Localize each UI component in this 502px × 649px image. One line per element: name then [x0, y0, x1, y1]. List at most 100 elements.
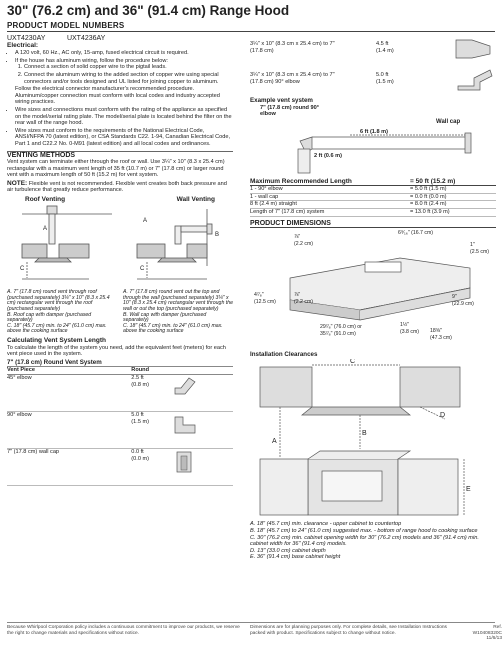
roof-label-b: B [53, 204, 57, 206]
wall-upper-cabinet [186, 243, 208, 259]
value-m: (1.5 m) [376, 79, 394, 85]
clearance-label-c: C [350, 359, 355, 365]
table-row: 1 - wall cap= 0.0 ft (0.0 m) [250, 193, 496, 202]
dim-metric: 35⁷⁄₈" (91.0 cm) [320, 330, 356, 337]
venting-note: NOTE: Flexible vent is not recommended. … [7, 179, 233, 194]
table-row: 1 - 90° elbow= 5.0 ft (1.5 m) [250, 186, 496, 194]
value-ft: 4.5 ft [376, 41, 389, 48]
table-row: 90° elbow 5.0 ft(1.5 m) [7, 411, 233, 449]
clearances-drawing: A B C D E [259, 358, 471, 516]
table-header: Vent Piece Round [7, 366, 233, 375]
wall-duct [174, 225, 182, 245]
roof-upper-cabinet [21, 243, 48, 259]
dim-value: 1½" [400, 322, 410, 329]
dim-metric: (12.5 cm) [254, 298, 276, 305]
transition-label: 3¼" x 10" (8.3 cm x 25.4 cm) to 7" (17.8… [250, 72, 335, 85]
footer-disclaimer: Because Whirlpool Corporation policy inc… [7, 625, 240, 636]
roof-legend: A. 7" (17.8 cm) round vent through roof … [7, 289, 117, 335]
dim-label: 1½"(3.8 cm) [400, 322, 419, 335]
dim-metric: (47.3 cm) [430, 334, 452, 341]
calc-heading: Calculating Vent System Length [7, 337, 106, 344]
dim-metric: (2.5 cm) [470, 248, 490, 255]
col-round: Round [131, 366, 233, 375]
clearance-label-d: D [440, 412, 445, 419]
footer-dimensions-note: Dimensions are for planning purposes onl… [250, 625, 447, 636]
wall-legend-item: C. 18" (45.7 cm) min. to 24" (61.0 cm) m… [123, 322, 223, 335]
example-diagram: 7" (17.8 cm) round 90° elbow 6 ft (1.8 m… [250, 105, 496, 177]
roof-duct [48, 213, 56, 245]
footer-divider [7, 622, 495, 623]
value-ft: 5.0 ft [131, 411, 144, 418]
vent-value: 2.5 ft(0.8 m) [131, 374, 233, 412]
dim-label: ⅞"(2.2 cm) [294, 292, 313, 305]
dimensions-diagram: ⅞"(2.2 cm) 6⁹⁄₁₆" (16.7 cm) 1"(2.5 cm) 4… [250, 228, 496, 348]
dim-metric: (2.2 cm) [294, 298, 314, 305]
dim-value: ⅞" [294, 292, 301, 299]
electrical-bullet: If the house has aluminum wiring, follow… [15, 58, 233, 106]
venting-text: Vent system can terminate either through… [7, 159, 225, 179]
clearance-label-e: E [466, 486, 471, 493]
dim-label: 4⁷⁄₈"(12.5 cm) [254, 292, 276, 305]
clearance-item: A. 18" (45.7 cm) min. clearance - upper … [250, 521, 402, 528]
wall-legend-item: B. Wall cap with damper (purchased separ… [123, 311, 207, 324]
model-numbers: UXT4230AY UXT4236AY [7, 35, 233, 43]
wall-label-a: A [143, 218, 147, 224]
vent-piece: 90° elbow [7, 411, 132, 449]
elbow-45-icon [174, 377, 196, 395]
elbow-90-icon [174, 416, 196, 434]
example-wallcap-label: Wall cap [436, 118, 461, 125]
calc-text: To calculate the length of the system yo… [7, 344, 226, 358]
transition-value: 5.0 ft(1.5 m) [376, 72, 416, 85]
roof-hood [34, 257, 72, 263]
section-header: PRODUCT MODEL NUMBERS [7, 21, 125, 30]
length-value: = 0.0 ft (0.0 m) [410, 193, 496, 202]
clearances-heading: Installation Clearances [250, 351, 318, 359]
value-m: (1.5 m) [131, 418, 150, 425]
dim-metric: (22.9 cm) [452, 300, 474, 307]
wall-venting-title: Wall Venting [176, 196, 215, 204]
note-text: Flexible vent is not recommended. Flexib… [7, 180, 227, 194]
roof-venting-title: Roof Venting [25, 196, 66, 204]
value-m: (0.8 m) [131, 381, 150, 388]
dim-label: 9"(22.9 cm) [452, 294, 474, 307]
dimensions-heading: PRODUCT DIMENSIONS [250, 220, 496, 229]
dim-label: 6⁹⁄₁₆" (16.7 cm) [398, 230, 434, 237]
page-title: 30" (76.2 cm) and 36" (91.4 cm) Range Ho… [7, 3, 290, 18]
wiring-steps: Connect a section of solid copper wire t… [15, 64, 233, 85]
note-label: NOTE: [7, 179, 28, 187]
table-row: 8 ft (2.4 m) straight= 8.0 ft (2.4 m) [250, 200, 496, 209]
connector-note: Follow the electrical connector manufact… [15, 86, 220, 106]
clearance-item: B. 18" (45.7 cm) to 24" (61.0 cm) sugges… [250, 527, 478, 534]
value-ft: 0.0 ft [131, 448, 144, 455]
wall-duct-horizontal [180, 225, 208, 233]
dim-metric: (3.8 cm) [400, 328, 420, 335]
header-divider [7, 31, 495, 32]
electrical-list: A 120 volt, 60 Hz., AC only, 15-amp, fus… [7, 50, 233, 147]
length-item: 8 ft (2.4 m) straight [250, 200, 410, 209]
transition-icon [455, 39, 491, 59]
length-value: = 13.0 ft (3.9 m) [410, 208, 496, 217]
reference-number: Ref. W10408320C [472, 625, 502, 636]
model-number: UXT4230AY [7, 35, 46, 42]
roof-label-a: A [43, 226, 47, 232]
transition-elbow-icon [457, 69, 493, 91]
reference-date: 11/6/13 [486, 636, 502, 642]
dim-metric: (2.2 cm) [294, 240, 314, 247]
dim-value: 4⁷⁄₈" [254, 292, 264, 299]
dim-value: 1" [470, 242, 475, 249]
roof-upper-cabinet [58, 243, 90, 259]
wall-hood [157, 257, 197, 263]
venting-diagrams: B A C A B C [20, 200, 219, 280]
roof-legend-item: A. 7" (17.8 cm) round vent through roof … [7, 289, 110, 313]
clearance-label-b: B [362, 430, 367, 437]
length-value: = 5.0 ft (1.5 m) [410, 186, 496, 194]
value-m: (0.0 m) [131, 455, 150, 462]
value-ft: 5.0 ft [376, 72, 389, 79]
venting-diagram-titles: Roof Venting Wall Venting [7, 196, 233, 204]
length-value: = 8.0 ft (2.4 m) [410, 200, 496, 209]
electrical-heading: Electrical: [7, 41, 39, 49]
electrical-bullet: A 120 volt, 60 Hz., AC only, 15-amp, fus… [15, 50, 233, 57]
vent-piece: 7" (17.8 cm) wall cap [7, 448, 132, 486]
roof-legend-item: C. 18" (45.7 cm) min. to 24" (61.0 cm) m… [7, 322, 107, 335]
